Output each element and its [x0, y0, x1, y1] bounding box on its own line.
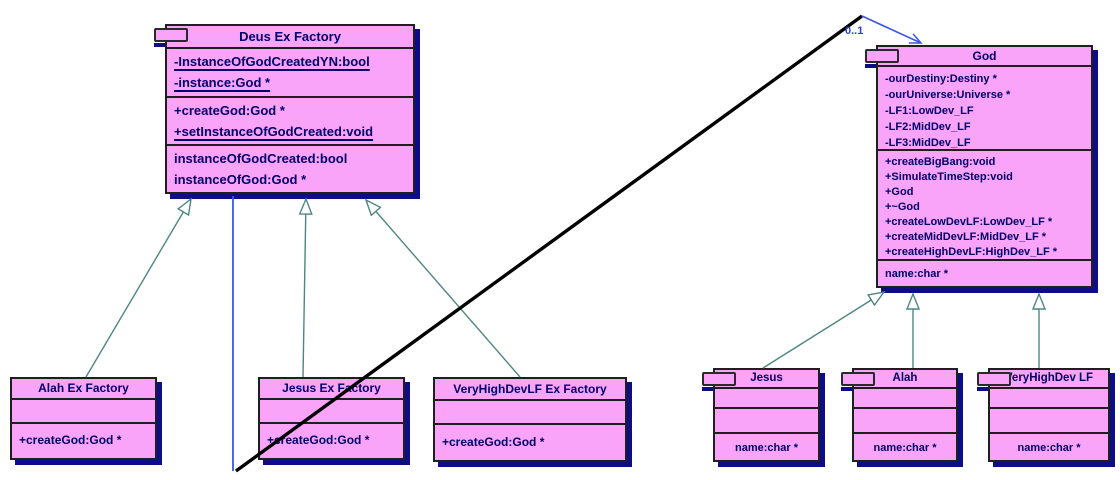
operations-section: [715, 407, 818, 432]
class-veryhighdev-lf[interactable]: VeryHighDev LF name:char *: [977, 368, 1110, 462]
member-line: name:char *: [873, 442, 937, 454]
attribute-line: -LF3:MidDev_LF: [885, 137, 971, 149]
class-jesus-ex-factory[interactable]: Jesus Ex Factory +createGod:God *: [258, 377, 405, 460]
operations-section: +createGod:God *: [435, 423, 625, 460]
generalization-alahexfactory-deus[interactable]: [85, 199, 191, 378]
extra-section: instanceOfGodCreated:bool instanceOfGod:…: [167, 144, 413, 192]
operations-section: [854, 407, 956, 432]
class-alah-ex-factory[interactable]: Alah Ex Factory +createGod:God *: [10, 377, 157, 460]
operations-section: +createBigBang:void +SimulateTimeStep:vo…: [878, 149, 1091, 259]
attributes-section: -InstanceOfGodCreatedYN:bool -instance:G…: [167, 47, 413, 96]
attributes-section: [715, 387, 818, 407]
member-line: name:char *: [735, 442, 798, 454]
class-jesus[interactable]: Jesus name:char *: [702, 368, 820, 462]
attributes-section: [12, 398, 155, 422]
class-title: Alah Ex Factory: [38, 381, 129, 395]
class-title: VeryHighDevLF Ex Factory: [453, 382, 607, 396]
extra-section: name:char *: [990, 432, 1108, 460]
operation-line: +createHighDevLF:HighDev_LF *: [885, 246, 1058, 258]
attribute-line: -LF2:MidDev_LF: [885, 121, 971, 133]
operation-line: +createBigBang:void: [885, 156, 996, 168]
multiplicity-label: 0..1: [845, 25, 864, 37]
operations-section: +createGod:God * +setInstanceOfGodCreate…: [167, 96, 413, 144]
operation-line: +SimulateTimeStep:void: [885, 171, 1013, 183]
generalization-jesusexfactory-deus[interactable]: [303, 199, 306, 378]
operations-section: +createGod:God *: [260, 422, 403, 458]
attributes-section: [435, 399, 625, 423]
class-icon: [154, 28, 188, 47]
class-icon: [865, 49, 899, 68]
operation-line: +createGod:God *: [174, 103, 285, 118]
class-title: God: [972, 49, 997, 63]
class-alah[interactable]: Alah name:char *: [841, 368, 958, 462]
class-title: Jesus Ex Factory: [282, 381, 381, 395]
extra-section: name:char *: [854, 432, 956, 460]
operations-section: [990, 407, 1108, 432]
attributes-section: [990, 387, 1108, 407]
attribute-line: -ourDestiny:Destiny *: [885, 73, 997, 85]
class-deus-ex-factory[interactable]: Deus Ex Factory -InstanceOfGodCreatedYN:…: [154, 24, 415, 194]
operation-line: +setInstanceOfGodCreated:void: [174, 124, 374, 139]
class-title: VeryHighDev LF: [1004, 372, 1094, 384]
class-icon: [702, 372, 736, 391]
class-veryhighdevlf-ex-factory[interactable]: VeryHighDevLF Ex Factory +createGod:God …: [433, 377, 627, 462]
member-line: name:char *: [1017, 442, 1081, 454]
attribute-line: -LF1:LowDev_LF: [885, 105, 974, 117]
member-line: name:char *: [885, 268, 948, 280]
extra-section: name:char *: [715, 432, 818, 460]
association-segment-arrow-to-god[interactable]: [861, 15, 923, 44]
operation-line: +createGod:God *: [19, 433, 122, 447]
attributes-section: -ourDestiny:Destiny * -ourUniverse:Unive…: [878, 65, 1091, 149]
extra-section: name:char *: [878, 259, 1091, 286]
member-line: instanceOfGodCreated:bool: [174, 151, 348, 166]
operations-section: +createGod:God *: [12, 422, 155, 458]
attribute-line: -ourUniverse:Universe *: [885, 89, 1011, 101]
member-line: instanceOfGod:God *: [174, 172, 307, 187]
operation-line: +God: [885, 186, 914, 198]
operation-line: +createMidDevLF:MidDev_LF *: [885, 231, 1047, 243]
class-god[interactable]: God -ourDestiny:Destiny * -ourUniverse:U…: [865, 45, 1093, 288]
class-title: Alah: [892, 372, 918, 384]
operation-line: +createGod:God *: [442, 435, 545, 449]
class-title: Deus Ex Factory: [239, 29, 341, 44]
class-icon: [841, 372, 875, 391]
class-icon: [977, 372, 1011, 391]
generalization-jesus-god[interactable]: [762, 292, 884, 369]
attributes-section: [854, 387, 956, 407]
attributes-section: [260, 398, 403, 422]
operation-line: +createLowDevLF:LowDev_LF *: [885, 216, 1053, 228]
operation-line: +createGod:God *: [267, 433, 370, 447]
generalization-veryhighdevlfexfactory-deus[interactable]: [366, 200, 521, 378]
attribute-line: -instance:God *: [174, 75, 271, 90]
operation-line: +~God: [885, 201, 920, 213]
attribute-line: -InstanceOfGodCreatedYN:bool: [174, 54, 370, 69]
